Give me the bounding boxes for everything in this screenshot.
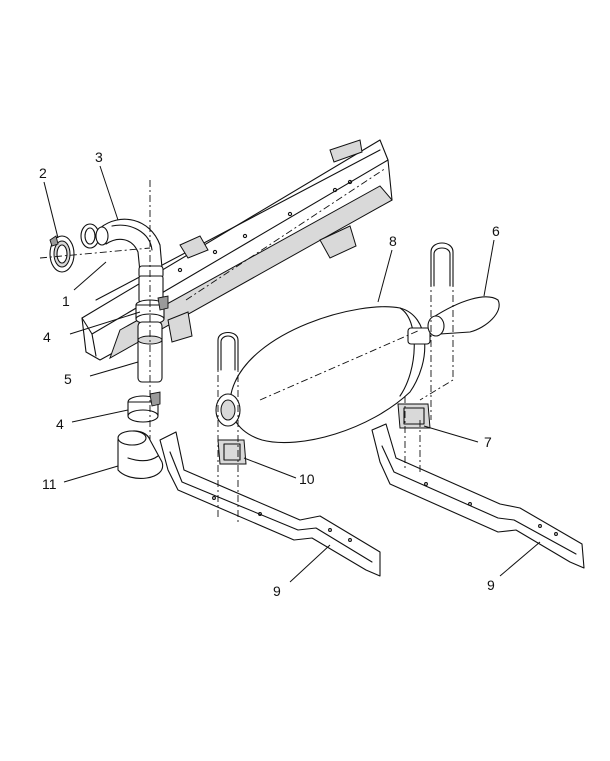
callout-3: 3 bbox=[95, 149, 103, 165]
callout-1: 1 bbox=[62, 293, 70, 309]
u-bolt-right bbox=[430, 242, 454, 287]
u-bolt-left bbox=[217, 331, 239, 371]
clamp-lower-part-4 bbox=[127, 391, 161, 423]
elbow-part-11 bbox=[117, 430, 164, 479]
callout-9-left: 9 bbox=[273, 583, 281, 599]
callout-6: 6 bbox=[492, 223, 500, 239]
bracket-part-7 bbox=[397, 403, 431, 429]
callout-5: 5 bbox=[64, 371, 72, 387]
callout-2: 2 bbox=[39, 165, 47, 181]
callout-4-lower: 4 bbox=[56, 416, 64, 432]
muffler-part-8 bbox=[215, 306, 431, 444]
callout-11: 11 bbox=[42, 476, 57, 492]
callout-4-upper: 4 bbox=[43, 329, 51, 345]
alignment-lines bbox=[39, 167, 454, 525]
callout-8: 8 bbox=[389, 233, 397, 249]
bracket-part-10 bbox=[217, 439, 247, 465]
tail-pipe-part-6 bbox=[427, 296, 500, 337]
support-beam-right-part-9 bbox=[371, 423, 585, 569]
callout-10: 10 bbox=[299, 471, 315, 487]
elbow-pipe-part-3 bbox=[95, 218, 164, 303]
support-beam-left-part-9 bbox=[159, 431, 381, 577]
clamp-ring-part-2 bbox=[49, 235, 75, 273]
leader-lines bbox=[43, 165, 541, 583]
callout-9-right: 9 bbox=[487, 577, 495, 593]
callout-7: 7 bbox=[484, 434, 492, 450]
